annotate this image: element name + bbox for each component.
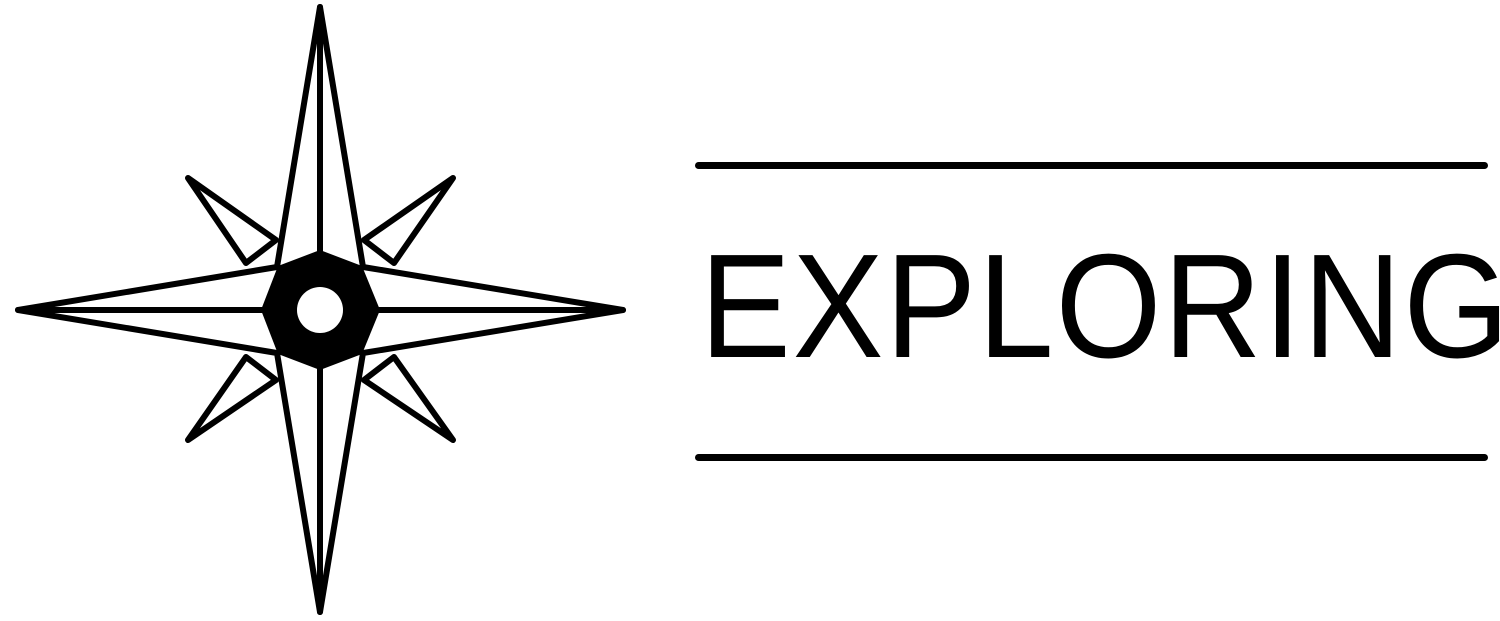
compass-point-se [361, 354, 456, 443]
compass-center-hole [297, 287, 343, 333]
top-rule [695, 162, 1488, 169]
compass-rose-icon [15, 4, 626, 615]
compass-point-ne [361, 175, 456, 266]
compass-point-sw [185, 354, 279, 443]
compass-point-nw [185, 175, 279, 266]
wordmark: EXPLORING [700, 224, 1500, 389]
bottom-rule [695, 454, 1488, 461]
